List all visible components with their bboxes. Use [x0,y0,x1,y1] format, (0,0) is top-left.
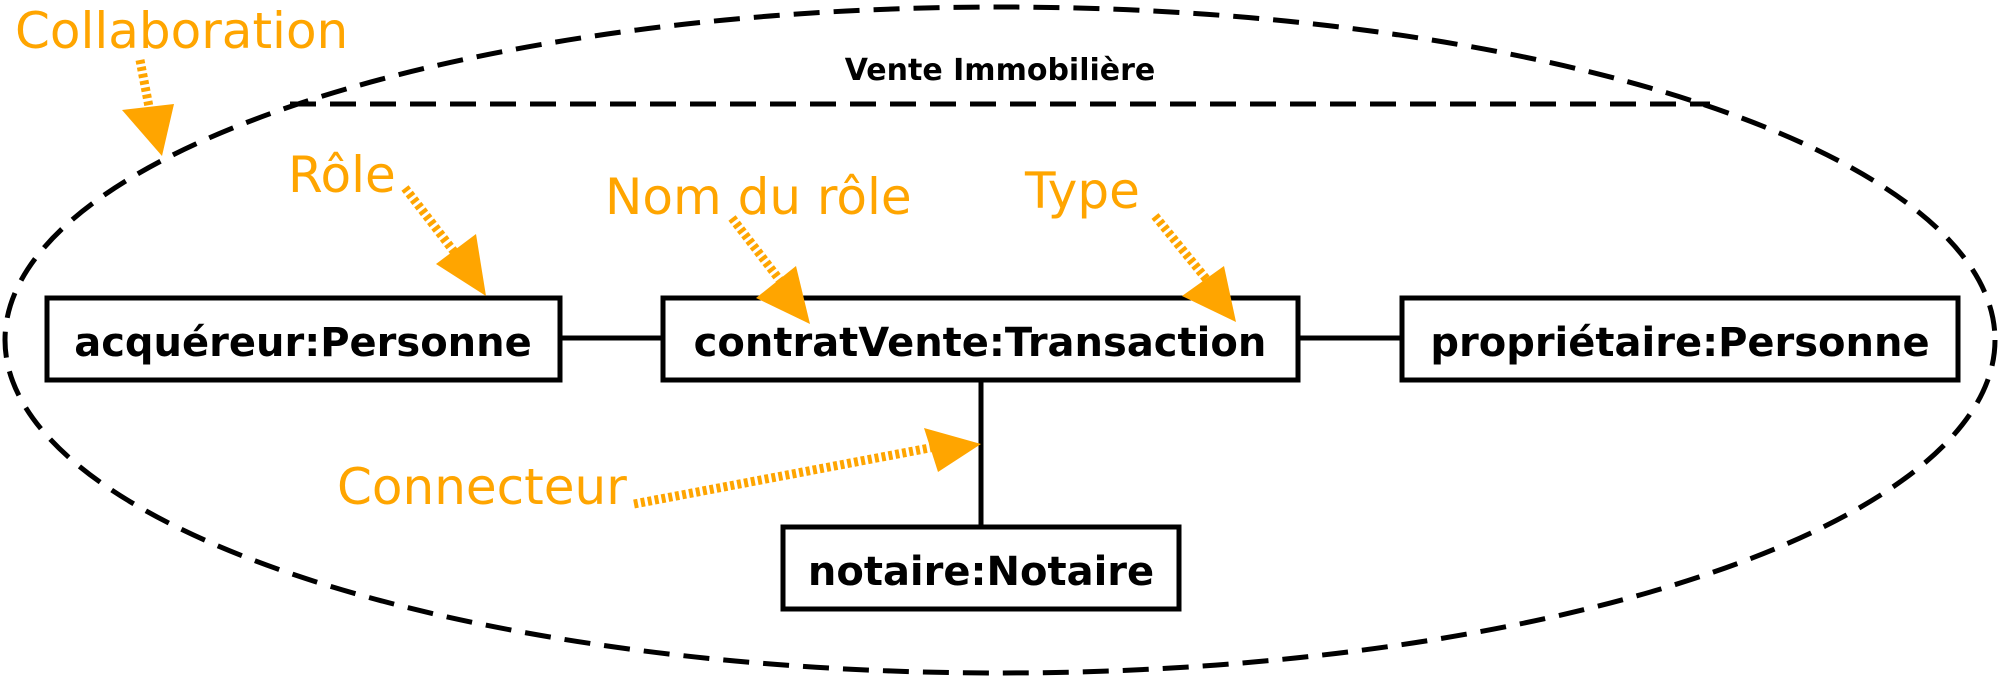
role-notaire: notaire:Notaire [780,524,1182,612]
annotation-role: Rôle [288,146,396,204]
annotation-nom-du-role: Nom du rôle [605,168,912,226]
annotation-type: Type [1024,162,1140,220]
role-notaire-label: notaire:Notaire [808,549,1154,595]
role-proprietaire-label: propriétaire:Personne [1430,320,1929,366]
role-proprietaire: propriétaire:Personne [1399,295,1961,383]
role-contrat: contratVente:Transaction [660,295,1301,383]
role-contrat-label: contratVente:Transaction [694,320,1267,366]
arrow-collaboration [122,59,174,156]
annotation-collaboration: Collaboration [15,2,348,60]
role-acquereur: acquéreur:Personne [44,295,563,383]
arrow-role [401,185,486,296]
arrow-nom-du-role [728,215,810,324]
arrow-connecteur [633,428,981,509]
annotation-connecteur: Connecteur [337,458,627,516]
collaboration-name: Vente Immobilière [845,53,1156,88]
arrow-type [1151,213,1236,322]
role-acquereur-label: acquéreur:Personne [74,320,532,366]
collaboration-ellipse [2,4,1998,676]
